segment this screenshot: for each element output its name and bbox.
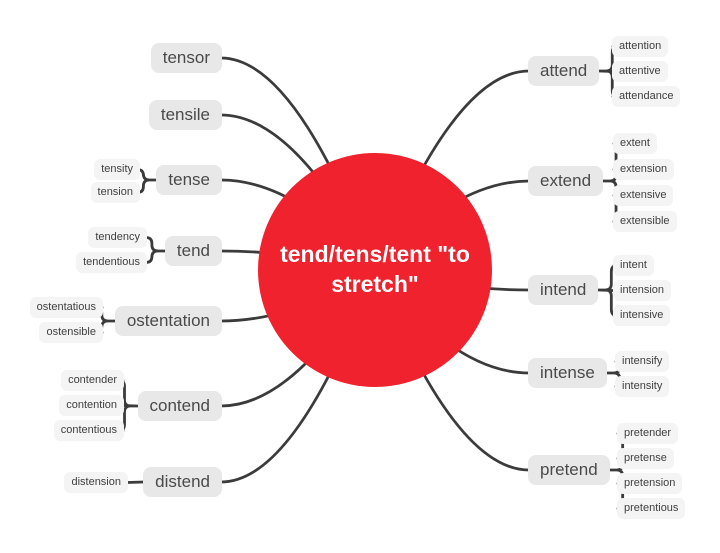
subtopic-extent[interactable]: extent: [613, 133, 657, 154]
topic-tensor[interactable]: tensor: [150, 43, 222, 73]
topic-ostentation[interactable]: ostentation: [114, 306, 222, 336]
subtopic-attentive[interactable]: attentive: [612, 61, 668, 82]
subtopic-attention[interactable]: attention: [612, 36, 669, 57]
subtopic-tendency[interactable]: tendency: [88, 227, 147, 248]
central-topic-label: tend/tens/tent "to stretch": [280, 241, 470, 297]
subtopic-tendentious[interactable]: tendentious: [76, 252, 147, 273]
topic-intense[interactable]: intense: [528, 358, 607, 388]
subtopic-intensify[interactable]: intensify: [615, 351, 670, 372]
topic-distend[interactable]: distend: [143, 467, 222, 497]
topic-tense[interactable]: tense: [156, 165, 222, 195]
subtopic-tension[interactable]: tension: [90, 182, 140, 203]
subtopic-pretension[interactable]: pretension: [617, 473, 683, 494]
subtopic-extensive[interactable]: extensive: [613, 185, 674, 206]
topic-tensile[interactable]: tensile: [148, 100, 222, 130]
subtopic-pretender[interactable]: pretender: [617, 423, 679, 444]
subtopic-attendance[interactable]: attendance: [612, 86, 681, 107]
subtopic-tensity[interactable]: tensity: [94, 159, 140, 180]
subtopic-intension[interactable]: intension: [613, 280, 672, 301]
subtopic-intensive[interactable]: intensive: [613, 305, 671, 326]
topic-pretend[interactable]: pretend: [528, 455, 610, 485]
topic-extend[interactable]: extend: [528, 166, 604, 196]
topic-tend[interactable]: tend: [164, 236, 222, 266]
subtopic-distension[interactable]: distension: [64, 472, 128, 493]
subtopic-intent[interactable]: intent: [613, 255, 654, 276]
subtopic-intensity[interactable]: intensity: [615, 376, 670, 397]
topic-contend[interactable]: contend: [137, 391, 222, 421]
topic-intend[interactable]: intend: [528, 275, 599, 305]
subtopic-contentious[interactable]: contentious: [53, 420, 124, 441]
subtopic-pretense[interactable]: pretense: [617, 448, 674, 469]
central-topic[interactable]: tend/tens/tent "to stretch": [258, 153, 492, 387]
subtopic-pretentious[interactable]: pretentious: [617, 498, 686, 519]
subtopic-extension[interactable]: extension: [613, 159, 675, 180]
topic-attend[interactable]: attend: [528, 56, 600, 86]
subtopic-contention[interactable]: contention: [59, 395, 124, 416]
subtopic-contender[interactable]: contender: [61, 370, 124, 391]
subtopic-ostensible[interactable]: ostensible: [39, 322, 103, 343]
subtopic-extensible[interactable]: extensible: [613, 211, 677, 232]
subtopic-ostentatious[interactable]: ostentatious: [29, 297, 103, 318]
